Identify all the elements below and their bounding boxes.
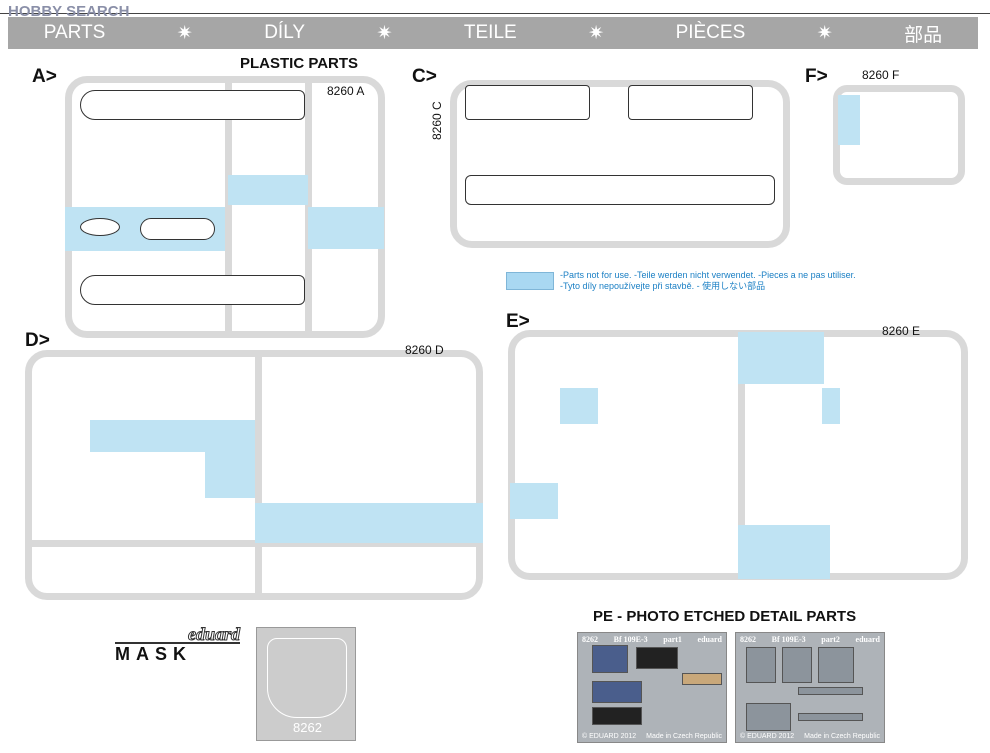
sprue-c-code: 8260 C <box>430 101 444 140</box>
star-icon: ✷ <box>816 22 833 44</box>
unused-part <box>308 207 384 249</box>
sprue-a-letter: A> <box>32 66 57 87</box>
unused-legend-swatch <box>506 272 554 290</box>
pe-fret-1: 8262 Bf 109E-3 part1 eduard © EDUARD 2012 Ma… <box>577 632 727 743</box>
watermark-logo: HOBBY SEARCH <box>8 3 130 20</box>
mask-number: 8262 <box>293 720 322 735</box>
sprue-c-frame <box>450 80 790 248</box>
mask-sheet: 8262 <box>256 627 356 741</box>
sprue-c-letter: C> <box>412 66 437 87</box>
pe-brand: eduard <box>855 635 880 644</box>
legend-line-1: -Parts not for use. -Teile werden nicht … <box>560 270 856 280</box>
star-icon: ✷ <box>176 22 193 44</box>
pe-part: part1 <box>663 635 682 644</box>
pe-origin: Made in Czech Republic <box>646 733 722 740</box>
sprue-f-frame <box>833 85 965 185</box>
top-strip <box>0 0 990 14</box>
eduard-mask-logo: eduard MASK <box>115 625 241 665</box>
header-pieces: PIÈCES <box>675 22 746 43</box>
header-parts: PARTS <box>43 22 106 43</box>
header-japanese: 部品 <box>904 24 943 46</box>
sprue-d-code: 8260 D <box>405 343 444 357</box>
plastic-parts-title: PLASTIC PARTS <box>240 55 359 72</box>
unused-part <box>228 175 308 205</box>
sprue-e-letter: E> <box>506 311 530 332</box>
tailplane-part <box>628 85 753 120</box>
pe-model: Bf 109E-3 <box>613 635 648 644</box>
pe-origin: Made in Czech Republic <box>804 733 880 740</box>
mask-brand: eduard <box>115 625 241 644</box>
pe-title: PE - PHOTO ETCHED DETAIL PARTS <box>593 608 857 625</box>
parts-header-bar: PARTS ✷ DÍLY ✷ TEILE ✷ PIÈCES ✷ 部品 <box>8 17 978 49</box>
pe-number: 8262 <box>582 635 598 644</box>
pe-number: 8262 <box>740 635 756 644</box>
sprue-f-code: 8260 F <box>862 68 900 82</box>
sprue-e-code: 8260 E <box>882 324 921 338</box>
sprue-a-code: 8260 A <box>327 84 365 98</box>
header-teile: TEILE <box>463 22 517 43</box>
pe-model: Bf 109E-3 <box>771 635 806 644</box>
sprue-f-letter: F> <box>805 66 828 87</box>
star-icon: ✷ <box>376 22 393 44</box>
pe-copyright: © EDUARD 2012 <box>582 733 637 740</box>
pe-part: part2 <box>821 635 840 644</box>
tailplane-part <box>465 85 590 120</box>
legend-text: -Parts not for use. -Teile werden nicht … <box>560 270 856 292</box>
star-icon: ✷ <box>588 22 605 44</box>
pe-fret-2: 8262 Bf 109E-3 part2 eduard © EDUARD 2012 Ma… <box>735 632 885 743</box>
header-dily: DÍLY <box>264 22 306 43</box>
fuselage-half-part <box>80 275 305 305</box>
legend-line-2: -Tyto díly nepoužívejte při stavbě. - 使用… <box>560 281 766 291</box>
mask-label: MASK <box>115 644 192 664</box>
sprue-d-frame <box>25 350 483 600</box>
wing-part <box>465 175 775 205</box>
pe-copyright: © EDUARD 2012 <box>740 733 795 740</box>
fuselage-half-part <box>80 90 305 120</box>
sprue-d-letter: D> <box>25 330 50 351</box>
pe-brand: eduard <box>697 635 722 644</box>
